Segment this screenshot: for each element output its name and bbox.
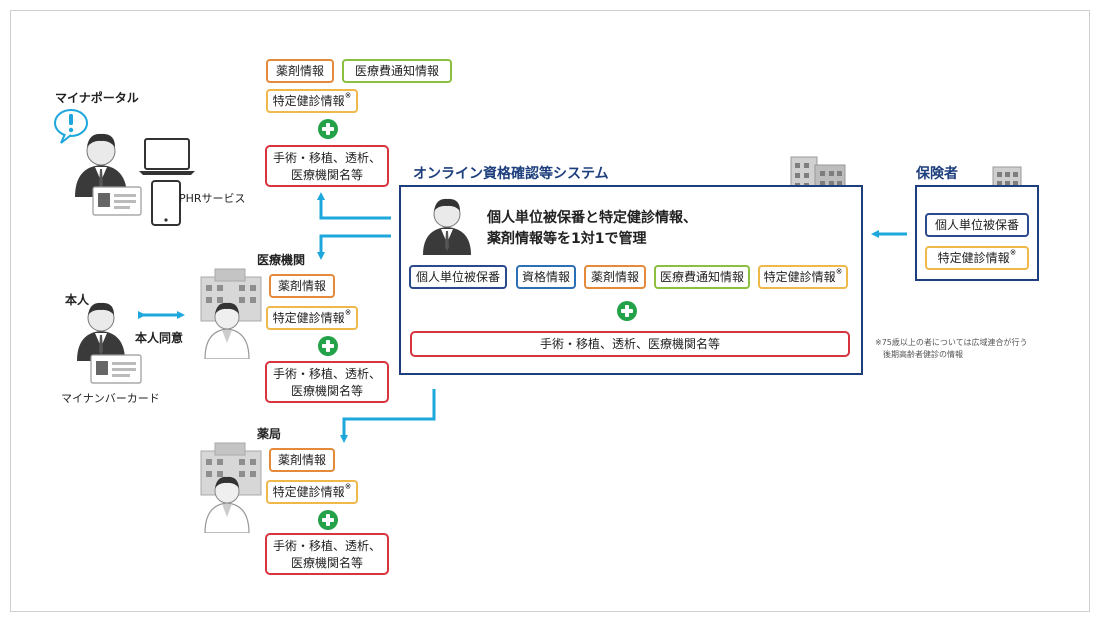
arrow-system-to-portal: [317, 192, 391, 220]
top-procedures-box: 手術・移植、透析、 医療機関名等: [265, 145, 389, 187]
doctor-icon: [204, 302, 250, 359]
mynumber-card-label: マイナンバーカード: [61, 392, 160, 405]
system-title: オンライン資格確認等システム: [413, 166, 609, 182]
hospital-plus-icon: [318, 336, 338, 356]
hospital-checkup-tag: 特定健診情報※: [266, 306, 358, 330]
footnote: ※75歳以上の者については広域連合が行う 後期高齢者健診の情報: [875, 338, 1028, 359]
myna-portal-illustration: [54, 109, 195, 226]
id-card-icon: [90, 354, 142, 384]
arrow-system-to-hospital: [317, 234, 391, 260]
person-icon: [423, 198, 471, 255]
insurer-tag-insurance-number: 個人単位被保番: [925, 213, 1029, 237]
diagram-frame: マイナポータル: [10, 10, 1090, 612]
myna-portal-label: マイナポータル: [55, 91, 139, 105]
system-tag-qualification: 資格情報: [516, 265, 576, 289]
system-tag-drug-info: 薬剤情報: [584, 265, 646, 289]
hospital-drug-info-tag: 薬剤情報: [269, 274, 335, 298]
top-drug-info-tag: 薬剤情報: [266, 59, 334, 83]
hospital-illustration: [200, 268, 262, 359]
system-tag-checkup: 特定健診情報※: [758, 265, 848, 289]
system-headline: 個人単位被保番と特定健診情報、 薬剤情報等を1対1で管理: [487, 210, 697, 247]
system-tag-medical-cost: 医療費通知情報: [654, 265, 750, 289]
person-icon: [77, 302, 125, 361]
system-plus-icon: [617, 301, 637, 321]
arrow-system-to-pharmacy: [340, 389, 436, 443]
pharmacy-plus-icon: [318, 510, 338, 530]
pharmacy-illustration: [200, 442, 262, 533]
top-checkup-tag: 特定健診情報※: [266, 89, 358, 113]
laptop-icon: [139, 138, 195, 175]
consent-label: 本人同意: [135, 331, 184, 345]
id-card-icon: [92, 186, 142, 216]
person-icon: [75, 133, 127, 197]
flow-arrows: [138, 192, 907, 443]
pharmacy-checkup-tag: 特定健診情報※: [266, 480, 358, 504]
pharmacy-drug-info-tag: 薬剤情報: [269, 448, 335, 472]
phr-service-label: PHRサービス: [179, 192, 246, 205]
person-illustration: [77, 302, 142, 384]
system-procedures-box: 手術・移植、透析、医療機関名等: [410, 331, 850, 357]
system-tag-insurance-number: 個人単位被保番: [409, 265, 507, 289]
insurer-title: 保険者: [916, 166, 958, 182]
person-label: 本人: [65, 293, 90, 307]
doctor-icon: [204, 476, 250, 533]
speech-bubble-icon: [54, 109, 88, 144]
hospital-label: 医療機関: [257, 253, 306, 267]
pharmacy-procedures-box: 手術・移植、透析、 医療機関名等: [265, 533, 389, 575]
top-medical-cost-tag: 医療費通知情報: [342, 59, 452, 83]
pharmacy-label: 薬局: [257, 427, 282, 441]
tablet-icon: [151, 180, 181, 226]
hospital-procedures-box: 手術・移植、透析、 医療機関名等: [265, 361, 389, 403]
system-person-illustration: [423, 198, 471, 255]
insurer-tag-checkup: 特定健診情報※: [925, 246, 1029, 270]
top-plus-icon: [318, 119, 338, 139]
